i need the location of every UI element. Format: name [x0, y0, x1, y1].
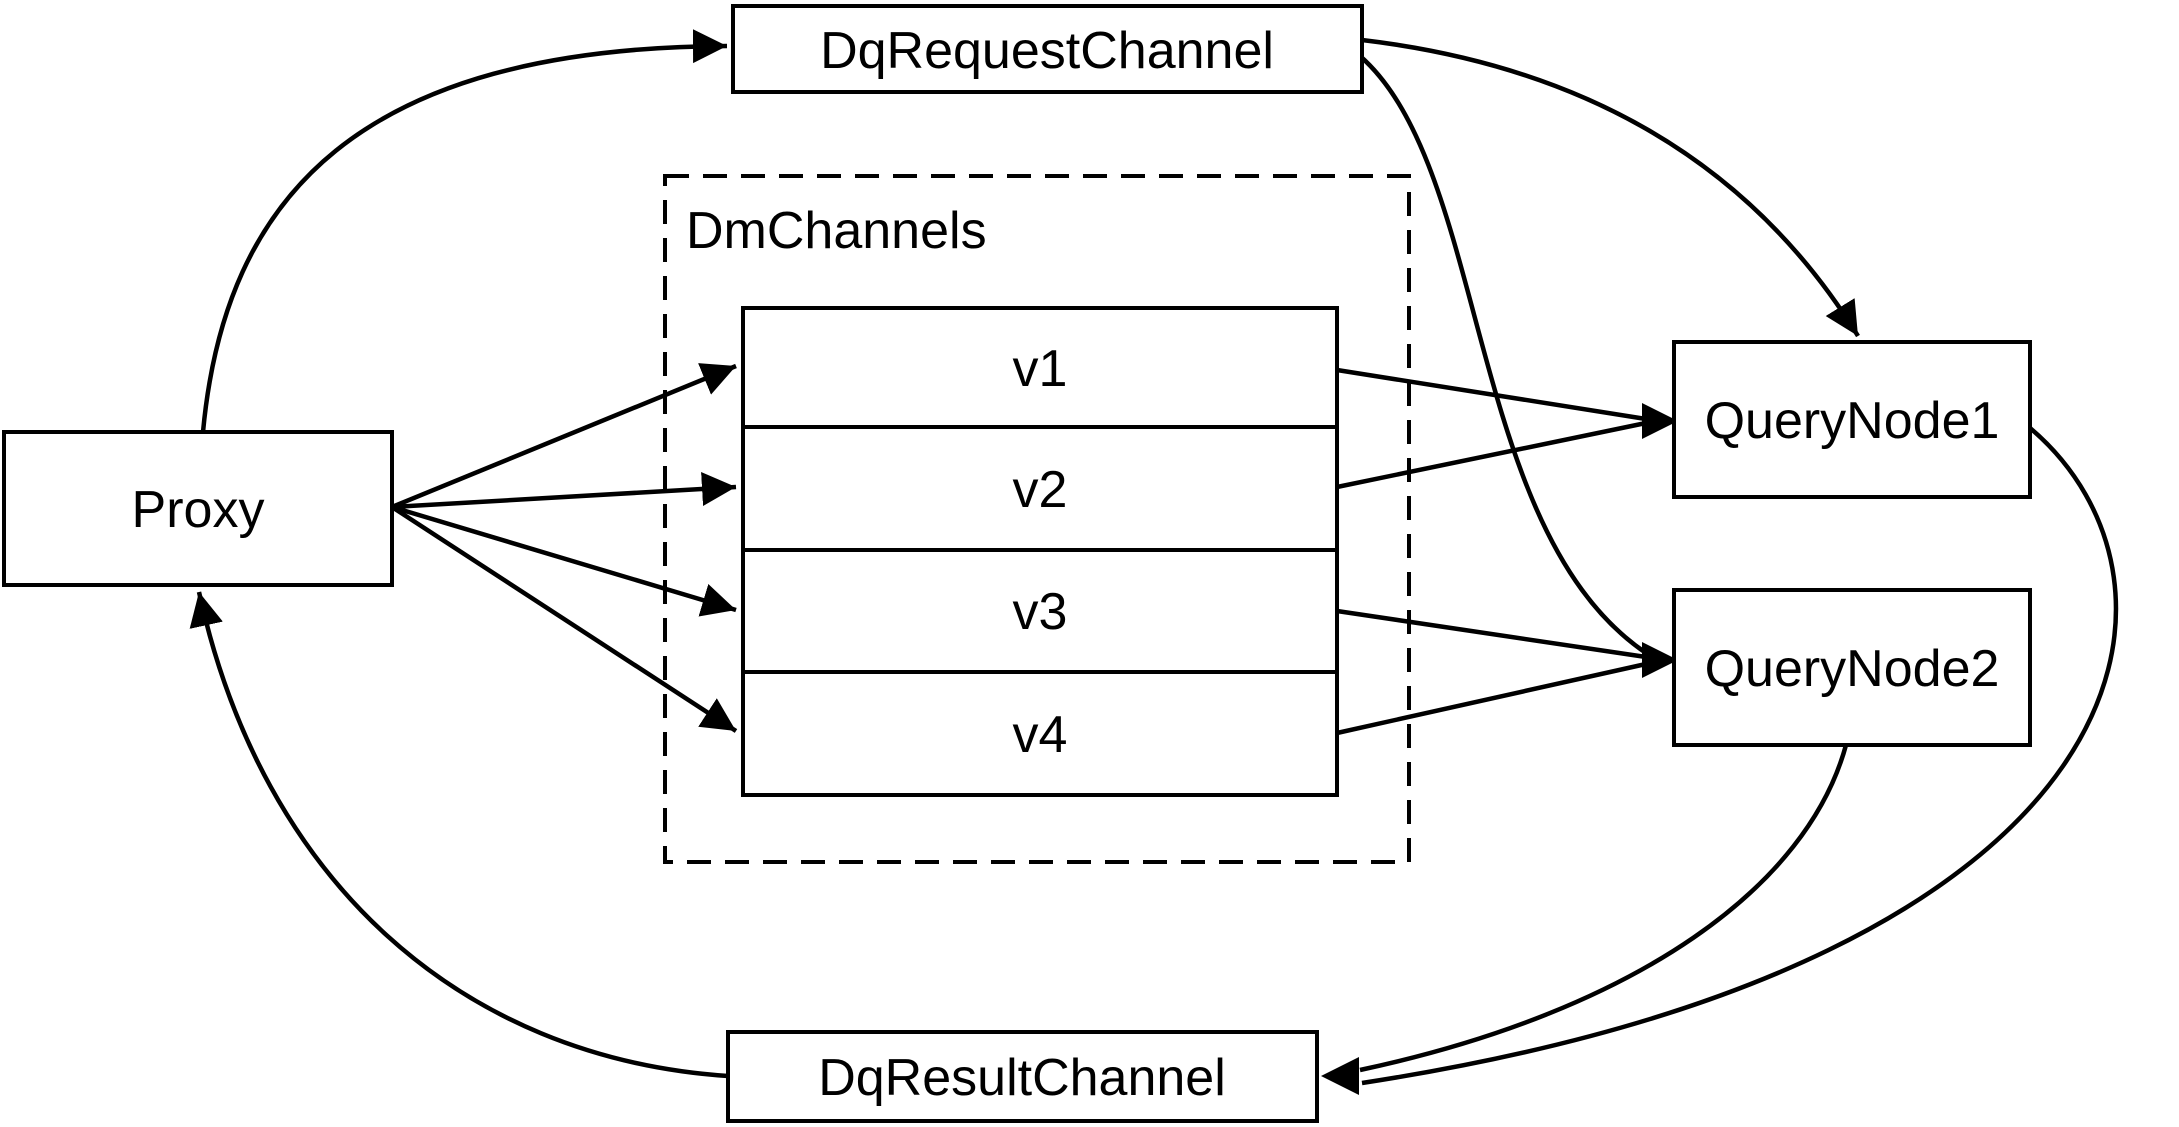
edge-querynode1-to-dqresultchannel — [1361, 426, 2119, 1086]
querynode1-node — [1672, 340, 2032, 499]
dqresultchannel-node — [726, 1030, 1319, 1123]
channel-v1-label: v1 — [1013, 340, 1068, 398]
dmchannels-label: DmChannels — [686, 202, 987, 260]
arrowhead-into-dqresultchannel — [1321, 1057, 1359, 1095]
arrowhead-into-querynode2 — [1642, 642, 1678, 678]
edge-dqrequestchannel-to-querynode2 — [1358, 54, 1648, 655]
dqrequestchannel-node — [731, 4, 1364, 94]
channel-v4-label: v4 — [1013, 706, 1068, 764]
channel-v2-label: v2 — [1013, 461, 1068, 519]
edge-proxy-to-dqrequestchannel — [200, 29, 728, 433]
proxy-label: Proxy — [132, 481, 265, 539]
querynode2-label: QueryNode2 — [1705, 640, 2000, 698]
edge-proxy-to-v3 — [391, 504, 737, 617]
edge-proxy-to-v2 — [391, 472, 737, 510]
edge-querynode2-to-dqresultchannel — [1359, 744, 1849, 1073]
edge-v4-to-querynode2 — [1336, 661, 1647, 736]
edge-v3-to-querynode2 — [1336, 608, 1647, 660]
edge-dqrequestchannel-to-querynode1 — [1361, 37, 1860, 338]
proxy-node — [2, 430, 394, 587]
edge-v1-to-querynode1 — [1336, 367, 1647, 422]
querynode2-node — [1672, 588, 2032, 747]
querynode1-label: QueryNode1 — [1705, 392, 2000, 450]
edge-v2-to-querynode1 — [1336, 420, 1647, 490]
edge-proxy-to-v1 — [391, 363, 737, 510]
dqresultchannel-label: DqResultChannel — [818, 1049, 1226, 1107]
dqrequestchannel-label: DqRequestChannel — [820, 22, 1274, 80]
channel-v3-label: v3 — [1013, 583, 1068, 641]
dmchannels-group-box — [663, 174, 1411, 864]
edge-dqresultchannel-to-proxy — [189, 591, 729, 1079]
arrowhead-into-querynode1 — [1642, 403, 1678, 439]
edge-proxy-to-v4 — [390, 505, 738, 733]
